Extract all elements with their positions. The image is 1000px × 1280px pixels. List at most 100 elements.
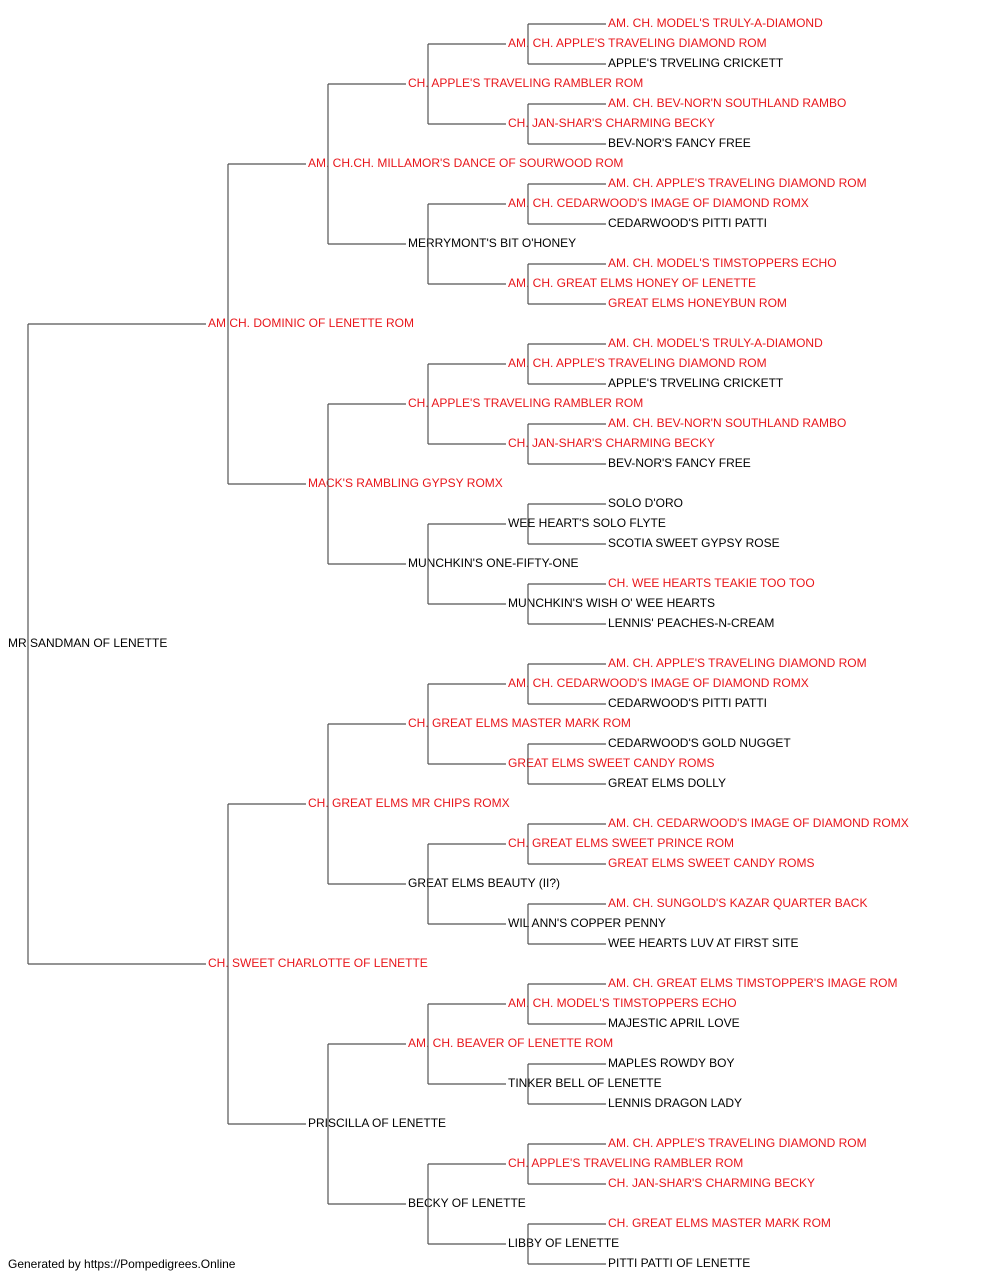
label-background xyxy=(506,675,811,692)
label-background xyxy=(606,575,817,592)
label-background xyxy=(406,395,646,412)
ancestor-name: AM. CH. APPLE'S TRAVELING DIAMOND ROM xyxy=(608,1136,867,1150)
ancestor-name: AM. CH. APPLE'S TRAVELING DIAMOND ROM xyxy=(508,36,767,50)
label-background xyxy=(406,875,563,892)
ancestor-name: WEE HEARTS LUV AT FIRST SITE xyxy=(608,936,799,950)
label-background xyxy=(606,535,782,552)
ancestor-name: AM. CH. BEV-NOR'N SOUTHLAND RAMBO xyxy=(608,416,846,430)
label-background xyxy=(406,1195,528,1212)
label-background xyxy=(506,1235,622,1252)
ancestor-name: WEE HEART'S SOLO FLYTE xyxy=(508,516,666,530)
ancestor-name: GREAT ELMS HONEYBUN ROM xyxy=(608,296,787,310)
label-background xyxy=(506,595,718,612)
ancestor-name: CH. JAN-SHAR'S CHARMING BECKY xyxy=(508,436,715,450)
label-background xyxy=(606,655,869,672)
label-background xyxy=(506,195,811,212)
label-background xyxy=(606,175,869,192)
label-background xyxy=(606,1055,737,1072)
ancestor-name: GREAT ELMS DOLLY xyxy=(608,776,726,790)
ancestor-name: APPLE'S TRVELING CRICKETT xyxy=(608,376,784,390)
label-background xyxy=(606,455,753,472)
ancestor-name: AM. CH. CEDARWOOD'S IMAGE OF DIAMOND ROM… xyxy=(608,816,909,830)
label-background xyxy=(606,375,786,392)
label-background xyxy=(606,135,753,152)
label-background xyxy=(606,1215,833,1232)
ancestor-name: MUNCHKIN'S WISH O' WEE HEARTS xyxy=(508,596,715,610)
subject-dog-name: MR SANDMAN OF LENETTE xyxy=(8,636,167,650)
ancestor-name: PITTI PATTI OF LENETTE xyxy=(608,1256,750,1270)
label-background xyxy=(206,315,417,332)
label-background xyxy=(606,295,789,312)
ancestor-name: GREAT ELMS SWEET CANDY ROMS xyxy=(508,756,714,770)
ancestor-name: GREAT ELMS BEAUTY (II?) xyxy=(408,876,560,890)
label-background xyxy=(606,335,826,352)
ancestor-name: CEDARWOOD'S PITTI PATTI xyxy=(608,696,767,710)
label-background xyxy=(506,115,717,132)
label-background xyxy=(506,355,769,372)
label-background xyxy=(206,955,430,972)
label-background xyxy=(606,935,801,952)
label-background xyxy=(606,495,685,512)
label-background xyxy=(606,735,794,752)
ancestor-name: LENNIS' PEACHES-N-CREAM xyxy=(608,616,774,630)
label-background xyxy=(506,435,717,452)
ancestor-name: SOLO D'ORO xyxy=(608,496,683,510)
ancestor-name: AM. CH. MODEL'S TRULY-A-DIAMOND xyxy=(608,16,823,30)
label-background xyxy=(606,415,849,432)
ancestor-name: AM. CH. MODEL'S TIMSTOPPERS ECHO xyxy=(508,996,737,1010)
ancestor-name: CH. WEE HEARTS TEAKIE TOO TOO xyxy=(608,576,815,590)
label-background xyxy=(606,855,817,872)
ancestor-name: BEV-NOR'S FANCY FREE xyxy=(608,456,751,470)
ancestor-name: SCOTIA SWEET GYPSY ROSE xyxy=(608,536,780,550)
label-background xyxy=(606,975,900,992)
ancestor-name: CH. SWEET CHARLOTTE OF LENETTE xyxy=(208,956,428,970)
ancestor-name: AM. CH. GREAT ELMS TIMSTOPPER'S IMAGE RO… xyxy=(608,976,897,990)
ancestor-name: AM. CH.CH. MILLAMOR'S DANCE OF SOURWOOD … xyxy=(308,156,623,170)
ancestor-name: CH. GREAT ELMS MASTER MARK ROM xyxy=(608,1216,831,1230)
label-background xyxy=(406,715,633,732)
ancestor-name: CH. GREAT ELMS MASTER MARK ROM xyxy=(408,716,631,730)
ancestor-name: CH. JAN-SHAR'S CHARMING BECKY xyxy=(608,1176,815,1190)
ancestor-name: CH. APPLE'S TRAVELING RAMBLER ROM xyxy=(408,76,643,90)
label-background xyxy=(606,95,849,112)
label-background xyxy=(606,1175,817,1192)
label-background xyxy=(606,255,839,272)
ancestor-name: AM. CH. APPLE'S TRAVELING DIAMOND ROM xyxy=(608,176,867,190)
ancestor-name: AM. CH. CEDARWOOD'S IMAGE OF DIAMOND ROM… xyxy=(508,196,809,210)
ancestor-name: CH. APPLE'S TRAVELING RAMBLER ROM xyxy=(508,1156,743,1170)
label-background xyxy=(406,235,579,252)
ancestor-name: MAJESTIC APRIL LOVE xyxy=(608,1016,740,1030)
ancestor-name: WIL ANN'S COPPER PENNY xyxy=(508,916,666,930)
ancestor-name: CH. GREAT ELMS MR CHIPS ROMX xyxy=(308,796,510,810)
ancestor-name: LENNIS DRAGON LADY xyxy=(608,1096,742,1110)
ancestor-name: LIBBY OF LENETTE xyxy=(508,1236,619,1250)
label-background xyxy=(306,795,512,812)
label-background xyxy=(506,1075,664,1092)
label-background xyxy=(506,275,759,292)
label-background xyxy=(506,835,737,852)
label-background xyxy=(306,475,505,492)
ancestor-name: GREAT ELMS SWEET CANDY ROMS xyxy=(608,856,814,870)
label-background xyxy=(606,775,729,792)
label-background xyxy=(606,695,769,712)
ancestor-name: CH. GREAT ELMS SWEET PRINCE ROM xyxy=(508,836,734,850)
label-background xyxy=(506,755,717,772)
ancestor-name: MERRYMONT'S BIT O'HONEY xyxy=(408,236,576,250)
label-background xyxy=(606,15,826,32)
label-background xyxy=(606,1015,742,1032)
ancestor-name: CEDARWOOD'S GOLD NUGGET xyxy=(608,736,791,750)
label-background xyxy=(406,555,581,572)
label-background xyxy=(506,35,769,52)
ancestor-name: CH. JAN-SHAR'S CHARMING BECKY xyxy=(508,116,715,130)
label-background xyxy=(606,1255,753,1272)
ancestor-name: AM. CH. SUNGOLD'S KAZAR QUARTER BACK xyxy=(608,896,867,910)
label-background xyxy=(606,55,786,72)
ancestor-name: AM. CH. MODEL'S TRULY-A-DIAMOND xyxy=(608,336,823,350)
label-background xyxy=(606,215,769,232)
ancestor-name: AM. CH. MODEL'S TIMSTOPPERS ECHO xyxy=(608,256,837,270)
label-background xyxy=(306,1115,449,1132)
ancestor-name: AM CH. DOMINIC OF LENETTE ROM xyxy=(208,316,414,330)
ancestor-name: APPLE'S TRVELING CRICKETT xyxy=(608,56,784,70)
label-background xyxy=(506,1155,746,1172)
ancestor-name: CH. APPLE'S TRAVELING RAMBLER ROM xyxy=(408,396,643,410)
